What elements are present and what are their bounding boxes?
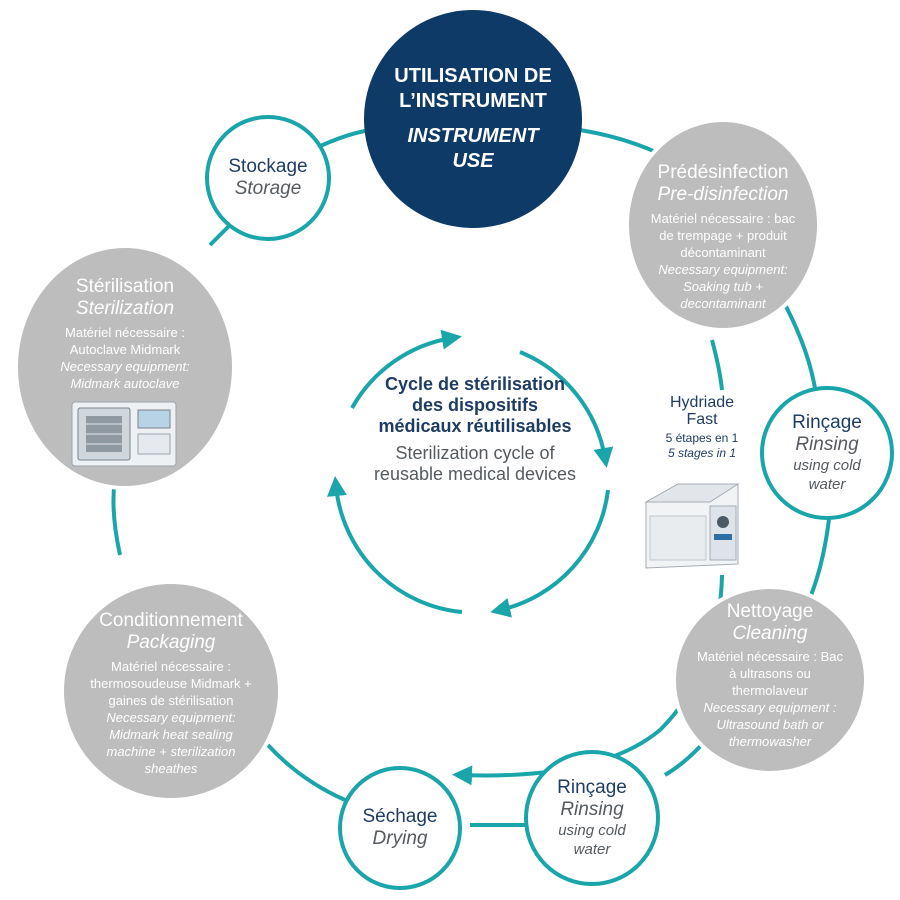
step-cleaning-fr: Nettoyage: [726, 601, 814, 622]
cycle-arrow-icon: [350, 329, 462, 409]
step-instrument-use: UTILISATION DE L’INSTRUMENT INSTRUMENT U…: [364, 10, 582, 228]
step-packaging-fr: Conditionnement: [99, 610, 243, 631]
step-packaging-details-fr: Matériel nécessaire : thermosoudeuse Mid…: [90, 659, 252, 708]
step-instrument-use-en: INSTRUMENT USE: [407, 125, 539, 172]
cycle-title: Cycle de stérilisation des dispositifs m…: [370, 374, 580, 485]
hydriade-label: Hydriade Fast 5 étapes en 1 5 stages in …: [632, 394, 772, 461]
step-cleaning-en: Cleaning: [732, 623, 808, 644]
step-rinsing-1: Rinçage Rinsing using cold water: [760, 386, 894, 520]
step-predisinfection-details-fr: Matériel nécessaire : bac de trempage + …: [650, 211, 796, 260]
step-sterilization-details-en: Necessary equipment: Midmark autoclave: [60, 359, 190, 391]
step-rinsing-1-note: using cold water: [793, 457, 861, 493]
step-drying: Séchage Drying: [338, 766, 462, 890]
step-cleaning-details-fr: Matériel nécessaire : Bac à ultrasons ou…: [697, 649, 843, 698]
step-sterilization-details-fr: Matériel nécessaire : Autoclave Midmark: [65, 325, 185, 357]
step-sterilization-fr: Stérilisation: [75, 276, 175, 297]
hydriade-stages-en: 5 stages in 1: [667, 446, 737, 460]
step-drying-en: Drying: [372, 828, 428, 849]
step-rinsing-1-en: Rinsing: [795, 434, 859, 455]
autoclave-image-icon: [71, 401, 177, 467]
step-storage-fr: Stockage: [228, 156, 308, 177]
outer-ring-line: [111, 128, 832, 827]
cycle-title-en: Sterilization cycle of reusable medical …: [373, 443, 577, 484]
hydriade-stages-fr: 5 étapes en 1: [665, 431, 739, 445]
step-rinsing-2-fr: Rinçage: [557, 777, 627, 798]
hydriade-washer-image-icon: [644, 483, 740, 569]
step-storage-en: Storage: [234, 178, 302, 199]
step-instrument-use-fr: UTILISATION DE L’INSTRUMENT: [394, 65, 552, 112]
step-sterilization-en: Sterilization: [75, 298, 175, 319]
step-cleaning: Nettoyage Cleaning Matériel nécessaire :…: [672, 585, 868, 775]
step-drying-fr: Séchage: [362, 806, 438, 827]
step-rinsing-1-fr: Rinçage: [792, 412, 862, 433]
step-predisinfection-fr: Prédésinfection: [657, 162, 789, 183]
step-packaging-en: Packaging: [126, 632, 216, 653]
cycle-title-fr: Cycle de stérilisation des dispositifs m…: [378, 374, 572, 436]
step-rinsing-2: Rinçage Rinsing using cold water: [524, 750, 660, 886]
step-cleaning-details-en: Necessary equipment : Ultrasound bath or…: [703, 700, 837, 749]
step-storage: Stockage Storage: [205, 115, 331, 241]
cycle-arrow-icon: [490, 489, 610, 618]
step-rinsing-2-en: Rinsing: [560, 799, 624, 820]
step-sterilization: Stérilisation Sterilization Matériel néc…: [14, 244, 236, 490]
step-packaging: Conditionnement Packaging Matériel néces…: [60, 580, 282, 802]
step-predisinfection-en: Pre-disinfection: [657, 184, 789, 205]
step-rinsing-2-note: using cold water: [558, 822, 626, 858]
step-predisinfection: Prédésinfection Pre-disinfection Matérie…: [625, 118, 821, 332]
step-packaging-details-en: Necessary equipment: Midmark heat sealin…: [106, 710, 236, 776]
cycle-arrow-icon: [327, 476, 463, 614]
step-predisinfection-details-en: Necessary equipment: Soaking tub + decon…: [658, 262, 788, 311]
cycle-arrow-icon: [519, 350, 614, 468]
hydriade-name: Hydriade Fast: [669, 394, 735, 428]
